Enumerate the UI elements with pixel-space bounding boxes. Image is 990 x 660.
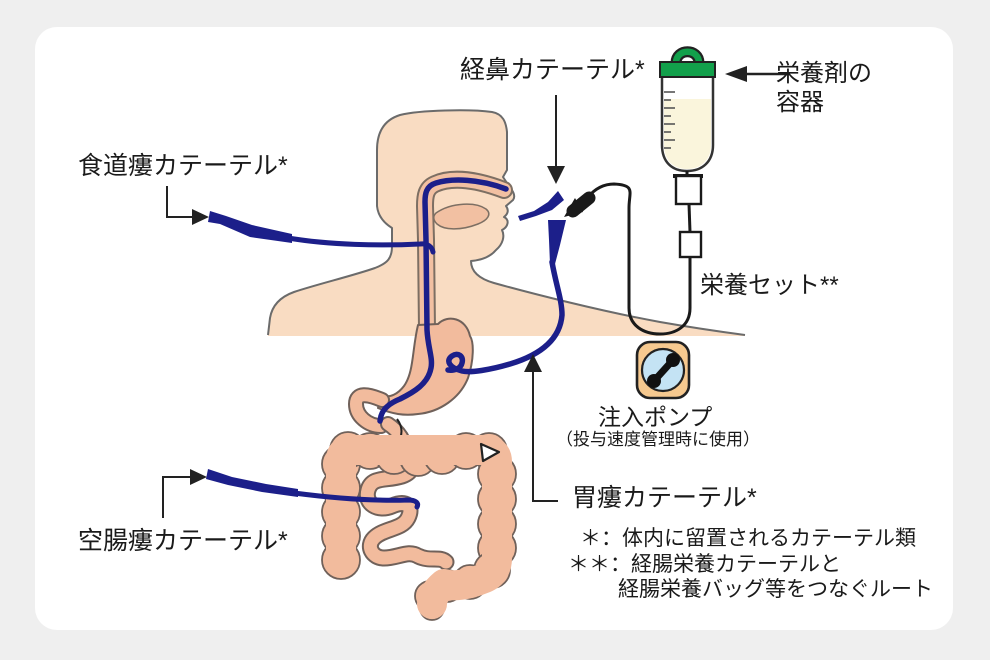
footnote-double-asterisk-line2: 経腸栄養バッグ等をつなぐルート [618,578,933,601]
label-nutrition-set: 栄養セット** [700,272,839,299]
footnote-double-asterisk-line1: ＊＊：経腸栄養カテーテルと [568,553,841,576]
label-esophagostomy-catheter: 食道瘻カテーテル* [78,152,288,180]
stomach [347,317,474,460]
label-nutrient-container: 栄養剤の 容器 [776,60,872,117]
oral-cavity [433,203,490,230]
container-cap [659,61,716,78]
gastrostomy-catheter-line [445,220,566,375]
label-infusion-pump-note: （投与速度管理時に使用） [556,430,760,449]
body-silhouette [267,109,746,336]
infusion-pump-icon [635,340,691,400]
nasal-catheter-external-end [518,191,564,221]
container-liquid [664,99,711,169]
esophagostomy-label-arrow [166,186,209,225]
footnote-single-asterisk: ＊：体内に留置されるカテーテル類 [580,527,916,550]
label-nasal-catheter: 経鼻カテーテル* [460,56,645,84]
feeding-tube [586,182,692,336]
annotation-arrows [162,66,790,518]
feeding-tube-set [564,171,703,336]
drip-chamber [674,174,703,206]
nutrient-container [659,46,716,173]
roller-clamp [678,230,703,259]
nasal-label-arrow [547,95,565,184]
cecum-direction-marker [479,442,501,463]
tube-connector [564,191,596,218]
large-intestine [321,431,517,621]
gastrostomy-label-arrow [524,354,558,502]
label-infusion-pump: 注入ポンプ [598,404,713,430]
container-label-arrow [725,66,790,82]
small-intestine [358,443,455,571]
nasal-catheter-line [377,177,564,424]
container-graduations [664,91,675,149]
label-gastrostomy-catheter: 胃瘻カテーテル* [572,484,757,512]
esophagostomy-catheter-line [208,211,436,255]
jejunostomy-catheter-line [206,469,421,510]
jejunostomy-label-arrow [162,469,207,518]
label-jejunostomy-catheter: 空腸瘻カテーテル* [78,527,288,555]
